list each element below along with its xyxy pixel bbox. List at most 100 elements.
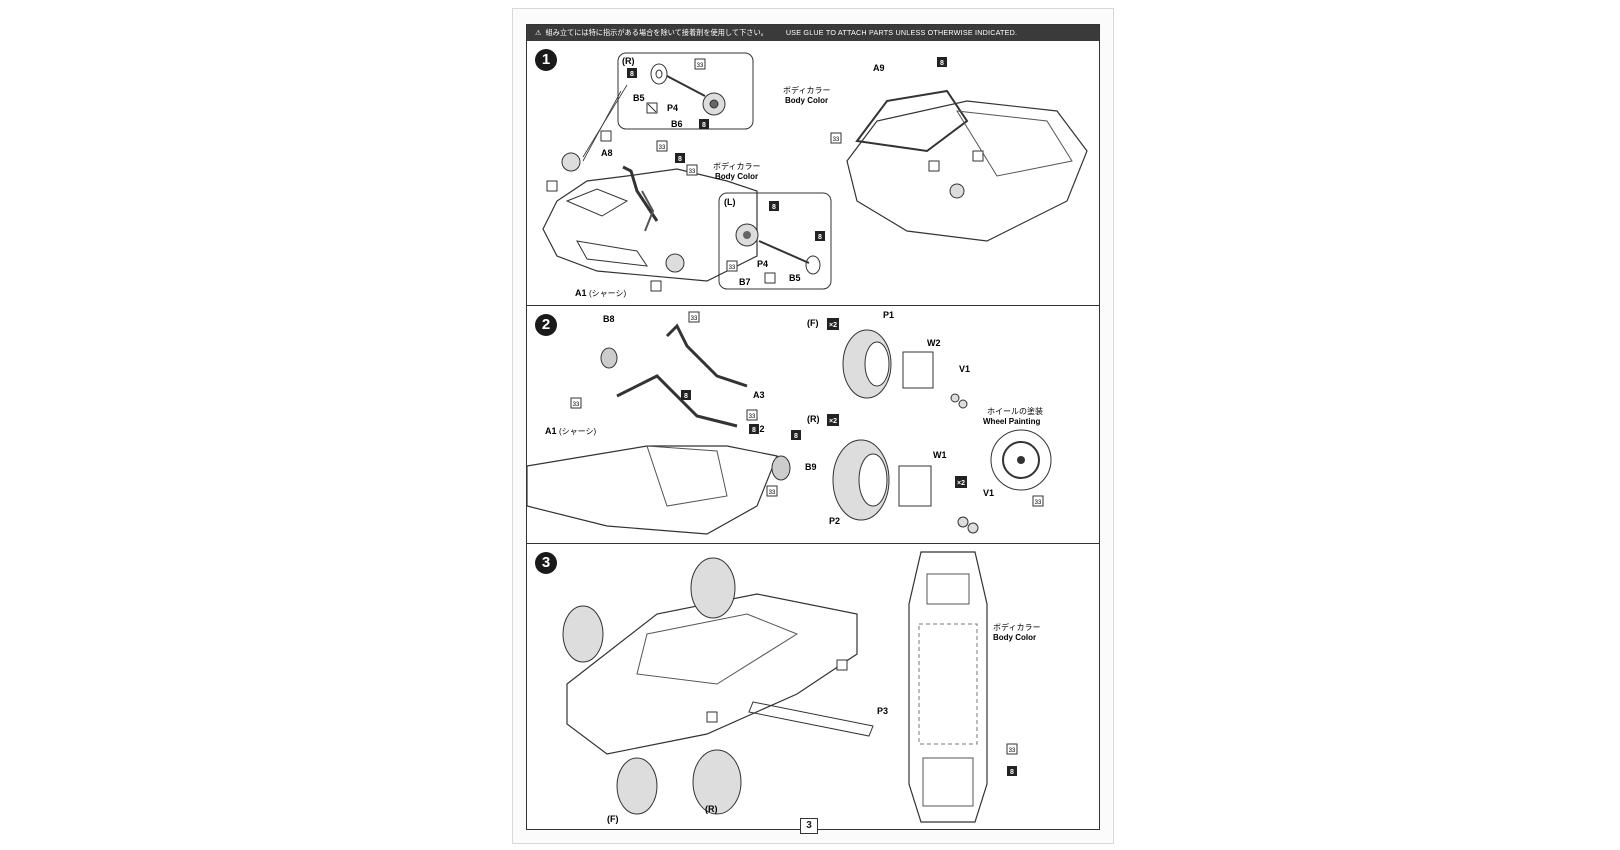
left-upright-assembly bbox=[561, 152, 581, 172]
underside-panel bbox=[926, 573, 970, 605]
p3-pipe-part bbox=[748, 701, 874, 737]
part-b8: B8 bbox=[603, 314, 615, 324]
paint-code-8-label: 8 bbox=[630, 71, 634, 78]
chassis-panel bbox=[646, 445, 728, 507]
v1-part bbox=[958, 399, 968, 409]
part-a1-jp: (シャーシ) bbox=[589, 289, 627, 298]
warning-icon: ⚠ bbox=[535, 28, 542, 37]
v1-part bbox=[950, 393, 960, 403]
coil-spring bbox=[641, 190, 655, 232]
step-1-diagram: (R) 8 33 B5 P4 B6 8 bbox=[542, 52, 1088, 298]
no-glue-icon bbox=[972, 150, 984, 162]
part-a1: A1 bbox=[545, 426, 557, 436]
paint-code-33 bbox=[1006, 743, 1018, 755]
part-p1: P1 bbox=[883, 310, 894, 320]
part-b6: B6 bbox=[671, 119, 683, 129]
paint-code-8-label: 8 bbox=[684, 393, 688, 400]
part-b5: B5 bbox=[633, 93, 645, 103]
a9-frame-part bbox=[855, 89, 969, 153]
wheel-painting-en: Wheel Painting bbox=[983, 417, 1040, 426]
paint-code-8 bbox=[1007, 766, 1017, 776]
body-color-en: Body Color bbox=[993, 633, 1036, 642]
chassis-panel bbox=[565, 188, 629, 217]
paint-code-33 bbox=[688, 311, 700, 323]
part-w2: W2 bbox=[927, 338, 941, 348]
quantity-x2: ×2 bbox=[829, 418, 837, 425]
no-glue-icon bbox=[836, 659, 848, 671]
detail-inset-right bbox=[617, 52, 754, 130]
paint-code-33-label: 33 bbox=[689, 169, 696, 175]
axle-shaft bbox=[758, 240, 810, 264]
paint-code-33-label: 33 bbox=[691, 316, 698, 322]
right-upright-assembly bbox=[665, 253, 685, 273]
part-b5: B5 bbox=[789, 273, 801, 283]
front-right-tire bbox=[616, 757, 658, 815]
glue-note-jp: 組み立てには特に指示がある場合を除いて接着剤を使用して下さい。 bbox=[545, 28, 768, 37]
upright-hub bbox=[709, 99, 719, 109]
part-a9: A9 bbox=[873, 63, 885, 73]
paint-code-33 bbox=[766, 485, 778, 497]
quantity-x2-badge bbox=[827, 318, 839, 330]
no-glue-icon bbox=[650, 280, 662, 292]
upright-hub bbox=[743, 231, 751, 239]
body-color-jp: ボディカラー bbox=[713, 161, 760, 171]
paint-code-8 bbox=[749, 424, 759, 434]
paint-code-33 bbox=[686, 164, 698, 176]
step-number: 2 bbox=[535, 314, 557, 336]
paint-code-33-label: 33 bbox=[833, 137, 840, 143]
rear-right-tire bbox=[692, 749, 742, 815]
part-b9: B9 bbox=[805, 462, 817, 472]
glue-warning-bar: ⚠組み立てには特に指示がある場合を除いて接着剤を使用して下さい。USE GLUE… bbox=[527, 25, 1099, 41]
step-2: 2 B8 33 A3 A2 33 8 33 8 A1 (シャーシ) 8 B9 bbox=[527, 305, 1099, 543]
part-a1: A1 bbox=[575, 288, 587, 298]
part-p4: P4 bbox=[757, 259, 768, 269]
v1-part bbox=[957, 516, 969, 528]
a3-stabilizer-part bbox=[665, 323, 748, 388]
no-glue-icon bbox=[600, 130, 612, 142]
step-3-diagram: (F) (R) P3 ボディカラー Body Color 33 8 bbox=[562, 551, 1040, 824]
step-1: 1 (R) 8 33 B5 P4 B6 8 bbox=[527, 41, 1099, 305]
chassis-front-outline bbox=[527, 445, 778, 535]
v1-part bbox=[967, 522, 979, 534]
paint-code-33-label: 33 bbox=[769, 490, 776, 496]
step-number: 3 bbox=[535, 552, 557, 574]
paint-code-8 bbox=[815, 231, 825, 241]
quantity-x2: ×2 bbox=[829, 322, 837, 329]
instruction-page: ⚠組み立てには特に指示がある場合を除いて接着剤を使用して下さい。USE GLUE… bbox=[526, 24, 1100, 830]
part-a8: A8 bbox=[601, 148, 613, 158]
axle-shaft bbox=[666, 75, 706, 97]
tire-inner bbox=[864, 341, 890, 387]
no-glue-icon bbox=[706, 711, 718, 723]
no-glue-icon bbox=[546, 180, 558, 192]
paint-code-33 bbox=[1032, 495, 1044, 507]
upright-assembly bbox=[949, 183, 965, 199]
paint-code-8-label: 8 bbox=[794, 433, 798, 440]
paint-code-33-label: 33 bbox=[1035, 500, 1042, 506]
paint-code-33 bbox=[570, 397, 582, 409]
paint-code-8 bbox=[791, 430, 801, 440]
label-rear: (R) bbox=[705, 804, 718, 814]
chassis-lip bbox=[576, 240, 649, 267]
chassis-floor bbox=[636, 613, 799, 685]
part-p4: P4 bbox=[667, 103, 678, 113]
body-color-en: Body Color bbox=[785, 96, 828, 105]
paint-code-8 bbox=[627, 68, 637, 78]
paint-code-8-label: 8 bbox=[1010, 769, 1014, 776]
body-color-jp: ボディカラー bbox=[993, 622, 1040, 632]
wheel-rim bbox=[1002, 441, 1040, 479]
part-b7: B7 bbox=[739, 277, 751, 287]
paint-code-33-label: 33 bbox=[749, 414, 756, 420]
step-number: 1 bbox=[535, 49, 557, 71]
paint-code-8-label: 8 bbox=[752, 427, 756, 434]
paint-code-33-label: 33 bbox=[729, 265, 736, 271]
hub-part bbox=[655, 69, 663, 79]
quantity-x2: ×2 bbox=[957, 480, 965, 487]
part-p3: P3 bbox=[877, 706, 888, 716]
paint-code-8-label: 8 bbox=[678, 156, 682, 163]
paint-code-33-label: 33 bbox=[573, 402, 580, 408]
rear-wheel-w1 bbox=[898, 465, 932, 507]
label-front: (F) bbox=[807, 318, 819, 328]
body-color-jp: ボディカラー bbox=[783, 85, 830, 95]
part-p2: P2 bbox=[829, 516, 840, 526]
paint-code-8-label: 8 bbox=[940, 60, 944, 67]
